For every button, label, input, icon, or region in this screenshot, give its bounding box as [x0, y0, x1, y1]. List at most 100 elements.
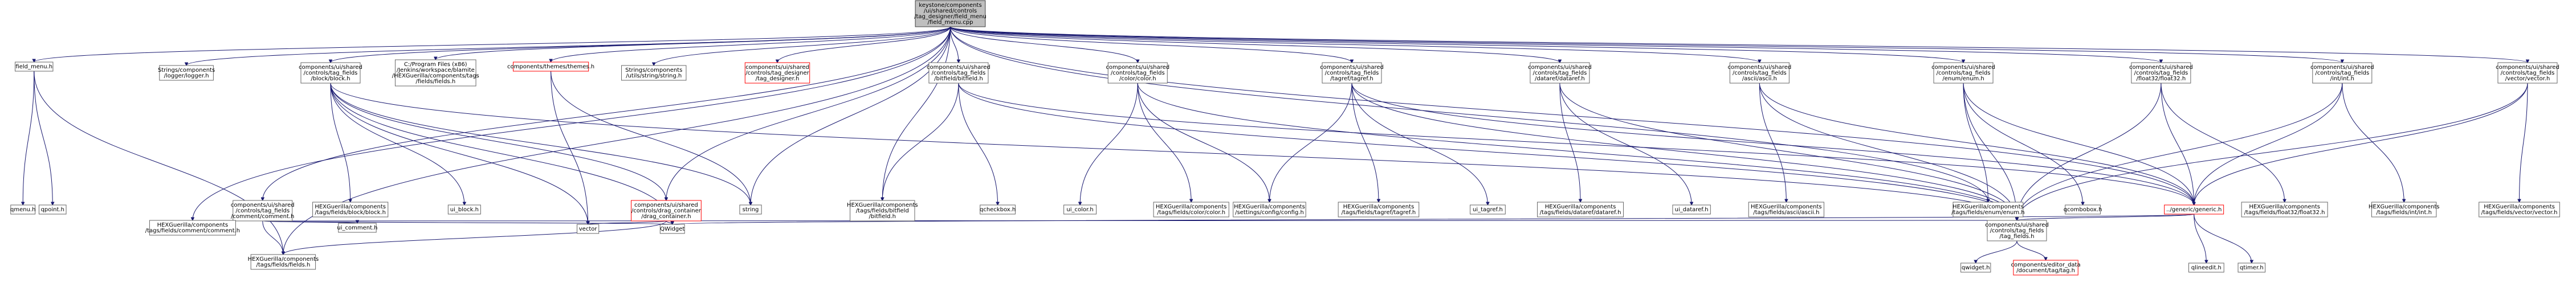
node-hex-bitfield[interactable]: HEXGuerilla/components/tags/fields/bitfi…	[847, 200, 918, 222]
node-ui-block[interactable]: ui_block.h	[447, 204, 481, 215]
node-float32-h[interactable]: components/ui/shared/controls/tag_fields…	[2129, 62, 2193, 84]
node-hex-dataref[interactable]: HEXGuerilla/components/tags/fields/datar…	[1537, 202, 1624, 218]
node-label-line: Strings/components	[625, 67, 682, 73]
node-generic-h[interactable]: ../generic/generic.h	[2164, 204, 2224, 215]
node-qwidget-h[interactable]: qwidget.h	[1960, 263, 1991, 273]
node-box	[577, 224, 600, 234]
node-hex-enum[interactable]: HEXGuerilla/components/tags/fields/enum/…	[1951, 202, 2025, 218]
node-box	[447, 204, 481, 215]
node-drag-container[interactable]: components/ui/shared/controls/drag_conta…	[631, 200, 702, 222]
node-box	[980, 204, 1016, 215]
edge-generic-h-to-qtimer	[2194, 214, 2252, 263]
node-qtimer[interactable]: qtimer.h	[2237, 263, 2266, 273]
node-qpoint[interactable]: qpoint.h	[38, 204, 67, 215]
node-box	[2479, 202, 2560, 218]
node-ui-tagref[interactable]: ui_tagref.h	[1470, 204, 1506, 215]
node-box	[1933, 62, 1994, 84]
node-hex-fields[interactable]: HEXGuerilla/components/tags/fields/field…	[248, 254, 319, 270]
edge-tagref-h-to-hex-tagref	[1351, 83, 1379, 202]
node-label-line: /controls/tag_fields	[235, 208, 290, 214]
node-box	[631, 200, 702, 222]
node-label-line: HEXGuerilla/components	[1234, 204, 1305, 210]
node-label-line: /bitfield.h	[869, 214, 896, 220]
node-label-line: HEXGuerilla/components	[2484, 204, 2555, 210]
node-label-line: field_menu.h	[15, 64, 52, 70]
node-vector[interactable]: vector	[577, 224, 600, 234]
node-hex-vector[interactable]: HEXGuerilla/components/tags/fields/vecto…	[2479, 202, 2560, 218]
node-hex-block[interactable]: HEXGuerilla/components/tags/fields/block…	[312, 202, 389, 218]
node-root[interactable]: keystone/components/ui/shared/controls/t…	[914, 0, 987, 27]
node-label-line: /tags/fields/fields.h	[256, 262, 310, 268]
node-ui-dataref[interactable]: ui_dataref.h	[1672, 204, 1711, 215]
edge-dataref-h-to-tag-fields-h	[1559, 83, 2017, 220]
node-hex-ascii[interactable]: HEXGuerilla/components/tags/fields/ascii…	[1748, 202, 1824, 218]
node-label-line: /controls/tag_fields	[1990, 228, 2044, 234]
node-label-line: /tags/fields/float32/float32.h	[2244, 210, 2325, 216]
node-color-h[interactable]: components/ui/shared/controls/tag_fields…	[1106, 62, 1169, 84]
node-hex-tagref[interactable]: HEXGuerilla/components/tags/fields/tagre…	[1338, 202, 1420, 218]
node-hex-color[interactable]: HEXGuerilla/components/tags/fields/color…	[1153, 202, 1229, 218]
edge-vector-h-to-generic-h	[2194, 83, 2528, 205]
node-ui-comment[interactable]: ui_comment.h	[337, 223, 378, 233]
node-box	[159, 65, 214, 81]
node-label-line: HEXGuerilla/components	[248, 256, 319, 263]
node-jenkins-fields[interactable]: C:/Program Files (x86)/Jenkins/workspace…	[392, 59, 479, 87]
node-label-line: /settings/config/config.h	[1235, 210, 1304, 216]
edge-root-to-jenkins-fields	[435, 26, 951, 60]
node-label-line: vector	[579, 226, 598, 232]
node-tagref-h[interactable]: components/ui/shared/controls/tag_fields…	[1320, 62, 1384, 84]
node-block-h[interactable]: components/ui/shared/controls/tag_fields…	[299, 62, 362, 84]
node-hex-comment[interactable]: HEXGuerilla/components/tags/fields/comme…	[145, 220, 240, 236]
edge-root-to-comment-h	[263, 26, 951, 200]
node-hex-float32[interactable]: HEXGuerilla/components/tags/fields/float…	[2241, 202, 2328, 218]
node-qlineedit[interactable]: qlineedit.h	[2188, 263, 2224, 273]
node-label-line: /tag_designer.h	[756, 76, 800, 82]
node-bitfield-h[interactable]: components/ui/shared/controls/tag_fields…	[927, 62, 991, 84]
node-label-line: /document/tag/tag.h	[2016, 268, 2075, 274]
node-box	[1530, 62, 1590, 84]
node-tag-designer-h[interactable]: components/ui/shared/controls/tag_design…	[744, 62, 810, 84]
node-string-h[interactable]: Strings/components/utils/string/string.h	[621, 65, 687, 81]
node-label-line: HEXGuerilla/components	[315, 204, 386, 210]
edge-themes-h-to-vector	[551, 71, 588, 224]
edge-root-to-string-h	[654, 26, 951, 65]
node-tag-fields-h[interactable]: components/ui/shared/controls/tag_fields…	[1985, 220, 2049, 241]
node-label-line: components/ui/shared	[1727, 64, 1791, 71]
edge-enum-h-to-hex-enum	[1963, 83, 1988, 202]
node-label-line: /fields/fields.h	[415, 79, 455, 85]
node-dataref-h[interactable]: components/ui/shared/controls/tag_fields…	[1528, 62, 1592, 84]
edge-float32-h-to-generic-h	[2161, 83, 2194, 205]
node-comment-h[interactable]: components/ui/shared/controls/tag_fields…	[231, 200, 295, 222]
node-label-line: /controls/tag_fields	[2315, 70, 2369, 76]
node-box	[394, 59, 476, 87]
node-label-line: components/themes/themes.h	[507, 64, 594, 70]
node-settings-config[interactable]: HEXGuerilla/components/settings/config/c…	[1233, 202, 1306, 218]
edge-generic-h-to-tag-fields-h	[2017, 214, 2195, 220]
edge-int-h-to-hex-int	[2342, 83, 2404, 202]
node-qcombobox[interactable]: qcombobox.h	[2064, 204, 2102, 215]
edge-color-h-to-ui-color	[1080, 83, 1138, 205]
node-vector-h[interactable]: components/ui/shared/controls/tag_fields…	[2496, 62, 2559, 84]
node-qmenu[interactable]: qmenu.h	[10, 204, 35, 215]
node-string[interactable]: string	[739, 204, 762, 215]
node-box	[739, 204, 762, 215]
node-qwidget[interactable]: QWidget	[659, 224, 685, 234]
node-label-line: /tags/fields/enum/enum.h	[1951, 210, 2025, 216]
node-ui-color[interactable]: ui_color.h	[1063, 204, 1097, 215]
node-label-line: qpoint.h	[41, 207, 64, 213]
node-qcheckbox[interactable]: qcheckbox.h	[980, 204, 1016, 215]
node-box	[2312, 62, 2373, 84]
node-label-line: components/ui/shared	[299, 64, 362, 71]
node-hex-int[interactable]: HEXGuerilla/components/tags/fields/int/i…	[2369, 202, 2440, 218]
edge-tagref-h-to-generic-h	[1351, 83, 2194, 205]
node-label-line: qmenu.h	[10, 207, 35, 213]
node-enum-h[interactable]: components/ui/shared/controls/tag_fields…	[1931, 62, 1995, 84]
node-field-menu-h[interactable]: field_menu.h	[15, 61, 54, 72]
node-logger[interactable]: Strings/components/logger/logger.h	[158, 65, 215, 81]
node-editor-data-tag[interactable]: components/editor_data/document/tag/tag.…	[2011, 260, 2081, 276]
edge-block-h-to-vector	[330, 83, 588, 224]
node-themes-h[interactable]: components/themes/themes.h	[507, 61, 594, 72]
node-ascii-h[interactable]: components/ui/shared/controls/tag_fields…	[1727, 62, 1791, 84]
node-int-h[interactable]: components/ui/shared/controls/tag_fields…	[2310, 62, 2374, 84]
node-label-line: HEXGuerilla/components	[1545, 204, 1616, 210]
